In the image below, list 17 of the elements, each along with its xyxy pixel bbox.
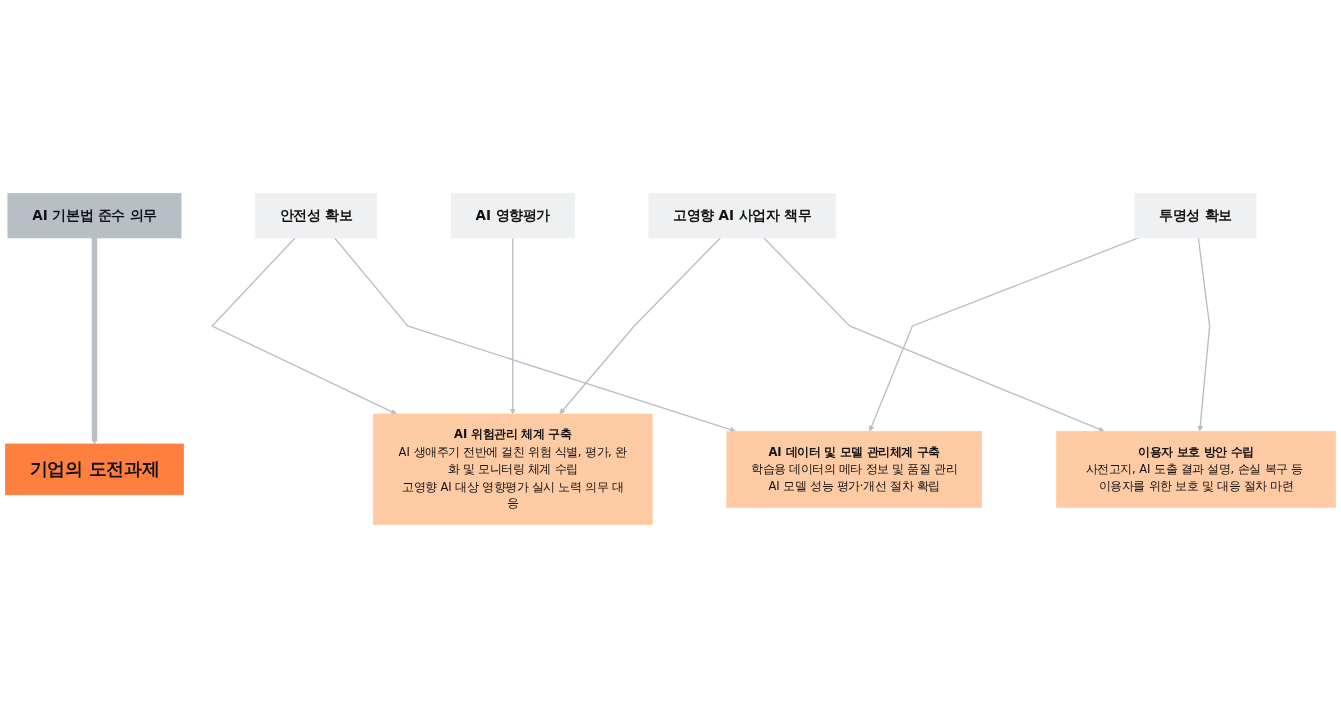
arrow [334,237,736,433]
node-box: AI 위험관리 체계 구축 AI 생애주기 전반에 걸친 위험 식별, 평가, 완화 및 모니터링 체계 수립 고영향 AI 대상 영향평가 실시 노력 의무 대응 [372,413,653,526]
arrow [509,237,516,415]
node-box: AI 기본법 준수 의무 [7,192,182,239]
arrow [763,237,1105,432]
arrow [91,238,98,445]
arrow [559,237,721,415]
arrow [868,237,1139,432]
node-box: 이용자 보호 방안 수립 사전고지, AI 도출 결과 설명, 손실 복구 등 이용자를 위한 보호 및 대응 절차 마련 [1056,430,1336,508]
arrow [1197,237,1211,432]
node-box: 투명성 확보 [1134,192,1257,239]
node-box: 고영향 AI 사업자 책무 [648,192,836,239]
node-box: AI 영향평가 [450,192,575,239]
arrow [210,237,397,415]
node-box: AI 데이터 및 모델 관리체계 구축 학습용 데이터의 메타 정보 및 품질 관리 AI 모델 성능 평가·개선 절차 확립 [726,430,982,508]
node-box: 기업의 도전과제 [5,443,184,496]
node-box: 안전성 확보 [255,192,378,239]
